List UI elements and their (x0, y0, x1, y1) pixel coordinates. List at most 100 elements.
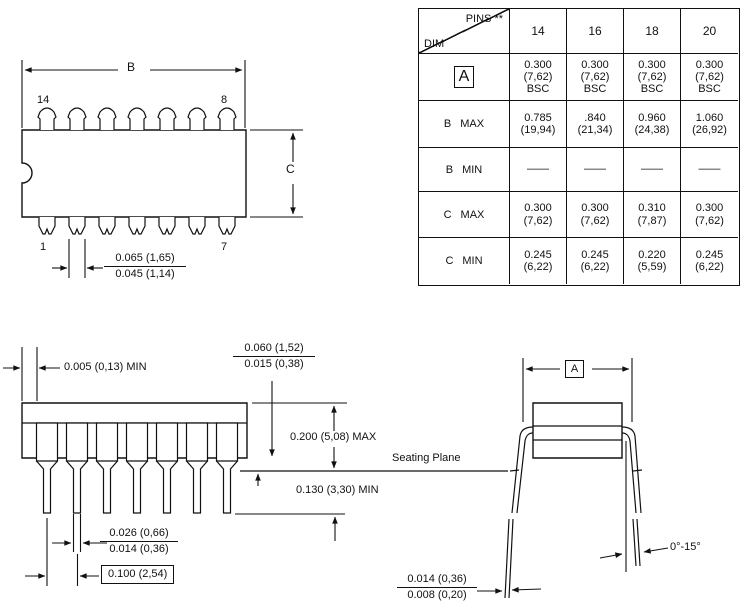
fraction-bar (100, 540, 178, 542)
cell-line: .840 (584, 111, 606, 124)
table-cell: 0.300(7,62) (567, 192, 624, 238)
column-header-14: 14 (510, 9, 567, 54)
dim-a-label: A (570, 363, 579, 375)
fraction-bar (233, 355, 315, 357)
lead-pitch-value: 0.100 (2,54) (108, 568, 168, 580)
table-cell: —— (510, 148, 567, 192)
cell-line: (24,38) (634, 124, 670, 136)
table-cell: .840(21,34) (567, 101, 624, 148)
lead-thickness-max: 0.014 (0,36) (407, 573, 467, 585)
pin-width-min: 0.045 (1,14) (115, 267, 175, 280)
side-lead-shoulders (35, 422, 239, 462)
cell-line: (5,59) (637, 261, 667, 273)
table-cell: 0.300(7,62) (510, 192, 567, 238)
cell-line: 0.245 (524, 248, 552, 261)
row-qualifier: MAX (460, 118, 485, 130)
package-height-dimension: 0.200 (5,08) MAX (290, 431, 377, 443)
cell-line: 0.220 (638, 248, 666, 261)
dip-side-view (21, 402, 248, 514)
dip-top-view (21, 107, 247, 235)
cell-line: 0.300 (695, 58, 724, 71)
cell-line: 0.300 (524, 58, 552, 71)
end-view-dimension-lines (477, 358, 669, 594)
table-cell: 0.245(6,22) (567, 238, 624, 284)
cell-line: 0.785 (524, 111, 552, 124)
shoulder-dimension: 0.060 (1,52) 0.015 (0,38) (233, 342, 315, 371)
lead-length-dimension: 0.130 (3,30) MIN (296, 484, 379, 496)
table-cell: 1.060(26,92) (681, 101, 738, 148)
fraction-bar (397, 586, 477, 588)
cell-line: BSC (583, 83, 607, 96)
table-cell: 0.245(6,22) (510, 238, 567, 284)
row-label-a: A (419, 54, 510, 101)
cell-line: (26,92) (692, 124, 727, 136)
lead-width-min: 0.014 (0,36) (109, 542, 169, 555)
cell-line: (7,87) (637, 214, 667, 227)
table-cell: 0.245(6,22) (681, 238, 738, 284)
cell-line: BSC (640, 83, 664, 96)
row-letter: C (443, 208, 452, 221)
shoulder-max: 0.060 (1,52) (244, 342, 304, 354)
table-cell: —— (681, 148, 738, 192)
cell-line: 0.310 (638, 202, 666, 215)
lead-angle-dimension: 0°-15° (670, 541, 701, 553)
cell-line: 0.300 (524, 202, 552, 215)
table-cell: 0.300(7,62)BSC (567, 54, 624, 101)
top-pin-shapes (37, 107, 237, 130)
dim-c-label: C (286, 162, 295, 176)
cell-line: (19,94) (520, 124, 556, 136)
cell-line: 0.300 (638, 58, 666, 71)
top-view-dimension-lines (21, 60, 303, 278)
lead-thickness-dimension: 0.014 (0,36) 0.008 (0,20) (397, 573, 477, 602)
shoulder-min: 0.015 (0,38) (244, 357, 304, 370)
cell-line: —— (527, 163, 549, 176)
table-cell: 0.785(19,94) (510, 101, 567, 148)
cell-line: BSC (698, 83, 721, 96)
row-a-letter: A (453, 66, 475, 88)
table-cell: 0.300(7,62)BSC (510, 54, 567, 101)
cell-line: 0.300 (581, 202, 609, 215)
dip-end-view (504, 402, 643, 599)
row-letter: B (445, 163, 454, 176)
cell-line: (7,62) (580, 70, 610, 83)
cell-line: BSC (526, 83, 550, 96)
dim-a-box: A (565, 360, 584, 378)
side-view-dimension-lines (3, 347, 508, 586)
row-letter: C (445, 255, 454, 267)
table-cell: —— (567, 148, 624, 192)
lead-width-max: 0.026 (0,66) (109, 527, 169, 539)
cell-line: 0.300 (695, 202, 724, 215)
table-cell: 0.220(5,59) (624, 238, 681, 284)
column-header-20: 20 (681, 9, 738, 54)
pin-width-max: 0.065 (1,65) (115, 252, 175, 264)
lead-thickness-min: 0.008 (0,20) (407, 588, 467, 601)
cell-line: (7,62) (695, 214, 724, 227)
bottom-pin-shapes (38, 217, 236, 235)
cell-line: (7,62) (523, 214, 553, 227)
cell-line: —— (698, 163, 721, 176)
cell-line: 0.960 (638, 111, 666, 124)
pin-7-label: 7 (221, 241, 228, 253)
cell-line: (21,34) (577, 124, 613, 136)
dim-b-label: B (127, 60, 136, 74)
row-letter: B (443, 118, 452, 130)
cell-line: (7,62) (580, 214, 610, 227)
lead-pitch-dimension: 0.100 (2,54) (101, 565, 175, 584)
cell-line: (7,62) (637, 70, 667, 83)
cell-line: 1.060 (695, 111, 724, 124)
table-cell: —— (624, 148, 681, 192)
pin-width-dimension: 0.065 (1,65) 0.045 (1,14) (104, 252, 186, 281)
dimension-table: PINS ** DIM 14 16 18 20 A 0.300(7,62)BSC… (418, 8, 740, 286)
lead-width-dimension: 0.026 (0,66) 0.014 (0,36) (100, 527, 178, 556)
dip-body-outline (21, 129, 247, 218)
table-cell: 0.300(7,62)BSC (624, 54, 681, 101)
dim-header-label: DIM (424, 38, 445, 50)
cell-line: —— (584, 163, 606, 176)
cell-line: (6,22) (580, 261, 610, 273)
column-header-18: 18 (624, 9, 681, 54)
side-lead-tips (36, 460, 238, 514)
table-cell: 0.960(24,38) (624, 101, 681, 148)
pin-1-label: 1 (40, 241, 47, 253)
